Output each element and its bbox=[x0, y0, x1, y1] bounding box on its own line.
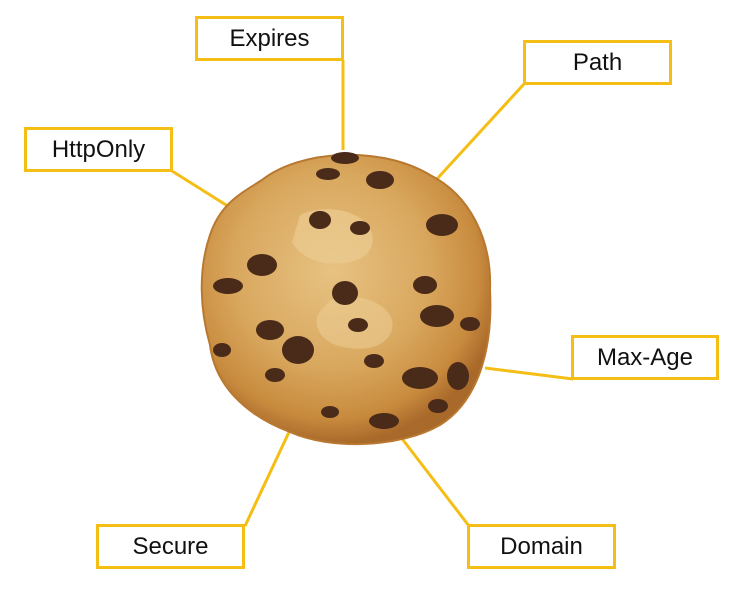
chocolate-chip bbox=[402, 367, 438, 389]
connector-maxage bbox=[484, 366, 574, 381]
label-domain-text: Domain bbox=[500, 532, 583, 560]
label-secure-text: Secure bbox=[132, 532, 209, 560]
chocolate-chips bbox=[213, 152, 480, 429]
chocolate-chip bbox=[332, 281, 358, 305]
chocolate-chip bbox=[331, 152, 359, 164]
chocolate-chip bbox=[447, 362, 469, 390]
cookie-image bbox=[200, 152, 492, 446]
connector-secure bbox=[243, 429, 292, 527]
chocolate-chip bbox=[426, 214, 458, 236]
label-path-text: Path bbox=[572, 48, 623, 76]
chocolate-chip bbox=[413, 276, 437, 294]
chocolate-chip bbox=[247, 254, 277, 276]
chocolate-chip bbox=[213, 278, 243, 294]
chocolate-chip bbox=[369, 413, 399, 429]
chocolate-chip bbox=[309, 211, 331, 229]
chocolate-chip bbox=[366, 171, 394, 189]
chocolate-chip bbox=[364, 354, 384, 368]
chocolate-chip bbox=[265, 368, 285, 382]
label-path: Path bbox=[523, 40, 672, 85]
chocolate-chip bbox=[256, 320, 284, 340]
label-secure: Secure bbox=[96, 524, 245, 569]
label-httponly: HttpOnly bbox=[24, 127, 173, 172]
chocolate-chip bbox=[420, 305, 454, 327]
chocolate-chip bbox=[460, 317, 480, 331]
label-httponly-text: HttpOnly bbox=[51, 135, 146, 163]
label-max-age-text: Max-Age bbox=[596, 343, 694, 371]
connector-lines bbox=[171, 60, 574, 527]
chocolate-chip bbox=[428, 399, 448, 413]
label-expires-text: Expires bbox=[229, 24, 310, 52]
chocolate-chip bbox=[282, 336, 314, 364]
label-domain: Domain bbox=[467, 524, 616, 569]
label-expires: Expires bbox=[195, 16, 344, 61]
chocolate-chip bbox=[321, 406, 339, 418]
chocolate-chip bbox=[316, 168, 340, 180]
connector-domain bbox=[398, 435, 471, 527]
chocolate-chip bbox=[213, 343, 231, 357]
chocolate-chip bbox=[348, 318, 368, 332]
chocolate-chip bbox=[350, 221, 370, 235]
connector-path bbox=[423, 82, 526, 194]
label-max-age: Max-Age bbox=[571, 335, 719, 380]
